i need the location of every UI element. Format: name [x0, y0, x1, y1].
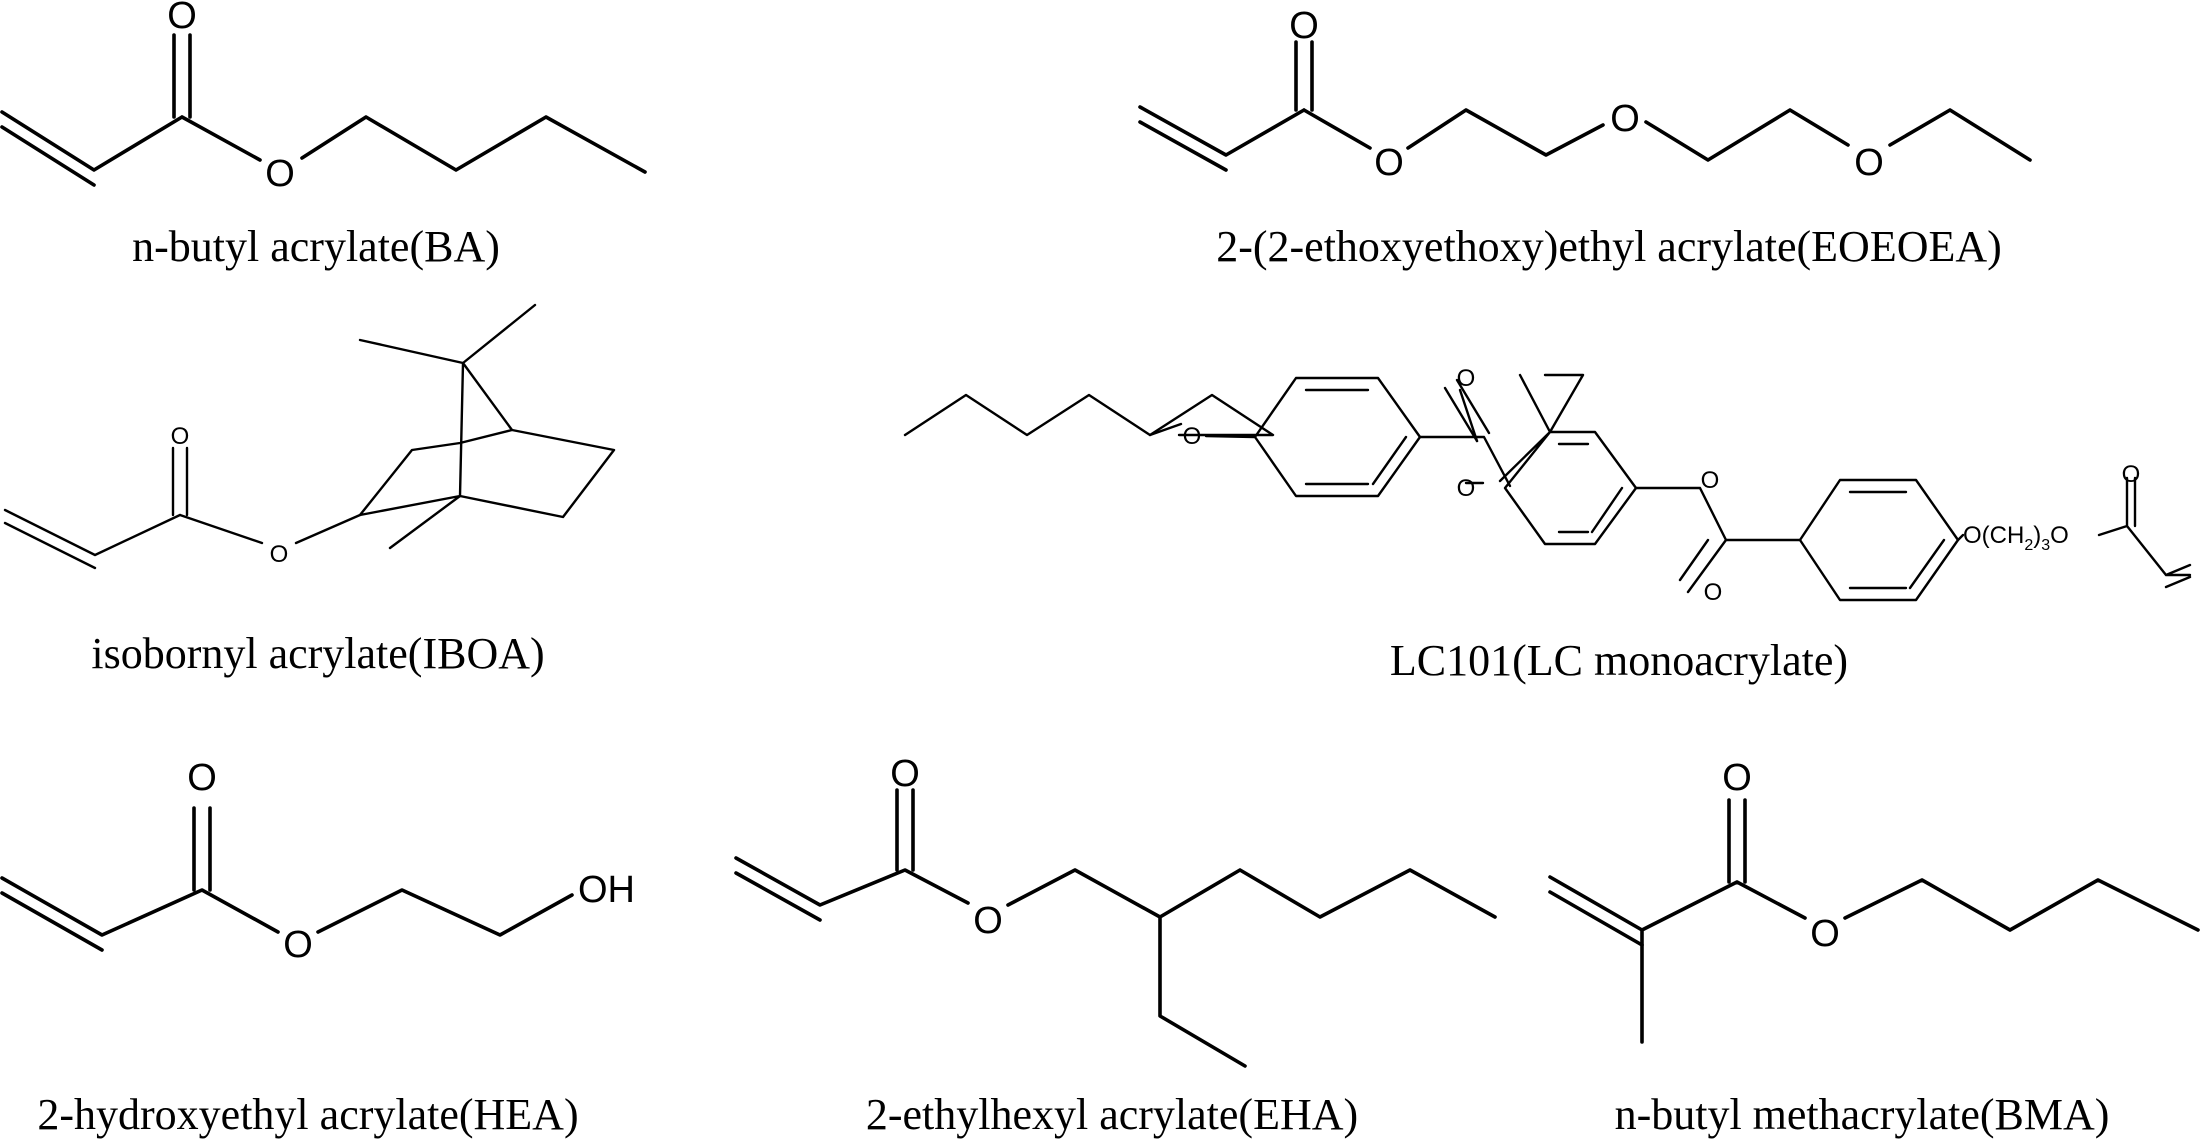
- eoeoea-ether-oxygen-1: O: [1610, 98, 1640, 140]
- caption-ba: n-butyl acrylate(BA): [132, 222, 500, 271]
- iboa-acrylate-chain: [3, 508, 362, 557]
- lc101-benzoate-1: [1418, 378, 1512, 488]
- eha-double-bond-carbonyl: [895, 788, 915, 872]
- lc101-central-ring: [1498, 373, 1638, 546]
- lc101-spacer-and-acrylate: [1956, 476, 2192, 589]
- iboa-double-bond-carbonyl: [171, 446, 189, 517]
- structure-hea: O O OH 2-hydroxyethyl acrylate(HEA): [0, 757, 635, 1139]
- lc101-spacer-o1: O(CH: [1963, 522, 2024, 549]
- eoeoea-carbonyl-oxygen: O: [1289, 5, 1319, 47]
- eoeoea-ether-oxygen-2: O: [1854, 142, 1884, 184]
- structure-iboa: O O isobornyl acrylate(IBOA): [3, 303, 616, 678]
- caption-eha: 2-ethylhexyl acrylate(EHA): [866, 1090, 1358, 1139]
- eoeoea-ester-oxygen: O: [1374, 142, 1404, 184]
- hea-double-bond-vinyl: [0, 891, 104, 952]
- eha-ester-oxygen: O: [973, 900, 1003, 942]
- structure-ba: O O n-butyl acrylate(BA): [0, 0, 647, 271]
- iboa-carbonyl-oxygen: O: [171, 423, 190, 450]
- lc101-spacer-o2: O: [2050, 522, 2069, 549]
- hea-carbonyl-oxygen: O: [187, 757, 217, 799]
- eha-skeleton: [734, 856, 1497, 1068]
- caption-lc101: LC101(LC monoacrylate): [1390, 636, 1848, 685]
- bma-ester-oxygen: O: [1810, 913, 1840, 955]
- ba-carbonyl-oxygen: O: [167, 0, 197, 37]
- lc101-spacer-sub-2: 2: [2024, 537, 2033, 554]
- iboa-double-bond-vinyl: [3, 521, 97, 570]
- lc101-ester-oxygen-2: O: [1701, 467, 1720, 494]
- lc101-ether-oxygen: O: [1183, 423, 1202, 450]
- hea-hydroxyl-group: OH: [578, 869, 635, 911]
- lc101-spacer-paren: ): [2033, 522, 2041, 549]
- bma-skeleton: [1548, 875, 2200, 1044]
- bma-carbonyl-oxygen: O: [1722, 757, 1752, 799]
- ba-double-bond-carbonyl: [172, 33, 192, 119]
- structure-eoeoea: O O O O 2-(2-ethoxyethoxy)ethyl acrylate…: [1138, 5, 2032, 271]
- structure-lc101: O O O O O O(CH2)3O O LC101(LC monoacryla…: [903, 365, 2192, 685]
- hea-ester-oxygen: O: [283, 924, 313, 966]
- caption-eoeoea: 2-(2-ethoxyethoxy)ethyl acrylate(EOEOEA): [1216, 222, 2002, 271]
- hea-double-bond-carbonyl: [192, 806, 212, 892]
- lc101-benzene-ring-2: [1798, 478, 1960, 602]
- eha-carbonyl-oxygen: O: [890, 753, 920, 795]
- eoeoea-double-bond-carbonyl: [1294, 40, 1314, 112]
- eoeoea-double-bond-vinyl: [1138, 120, 1228, 172]
- ba-skeleton: [0, 110, 647, 174]
- lc101-carbonyl-oxygen-1: O: [1457, 365, 1476, 392]
- caption-bma: n-butyl methacrylate(BMA): [1615, 1090, 2110, 1139]
- lc101-ester-link-2: [1634, 486, 1802, 594]
- eha-double-bond-vinyl: [734, 871, 822, 922]
- lc101-methyl-group: [1518, 373, 1552, 434]
- iboa-bicyclic-ring: [358, 303, 616, 550]
- bma-double-bond-methylene: [1548, 890, 1644, 947]
- lc101-carbonyl-oxygen-3: O: [2122, 461, 2141, 488]
- structure-eha: O O 2-ethylhexyl acrylate(EHA): [734, 753, 1497, 1139]
- lc101-hexyl-chain: [903, 393, 1275, 437]
- iboa-ester-oxygen: O: [270, 541, 289, 568]
- lc101-alkoxy-link: [1148, 422, 1257, 439]
- lc101-ester-link-1: [1458, 388, 1485, 485]
- ba-ester-oxygen: O: [265, 153, 295, 195]
- caption-iboa: isobornyl acrylate(IBOA): [91, 629, 544, 678]
- lc101-benzene-ring-1: [1253, 376, 1422, 498]
- hea-skeleton: [0, 876, 574, 937]
- caption-hea: 2-hydroxyethyl acrylate(HEA): [37, 1090, 578, 1139]
- bma-double-bond-carbonyl: [1727, 798, 1747, 884]
- lc101-spacer-label: O(CH2)3O: [1963, 522, 2069, 554]
- lc101-carbonyl-oxygen-2: O: [1704, 579, 1723, 606]
- eoeoea-skeleton: [1138, 105, 2032, 162]
- ba-double-bond-vinyl: [0, 125, 96, 187]
- lc101-spacer-sub-3: 3: [2041, 537, 2050, 554]
- structure-bma: O O n-butyl methacrylate(BMA): [1548, 757, 2200, 1139]
- lc101-ester-oxygen-1: O: [1457, 475, 1476, 502]
